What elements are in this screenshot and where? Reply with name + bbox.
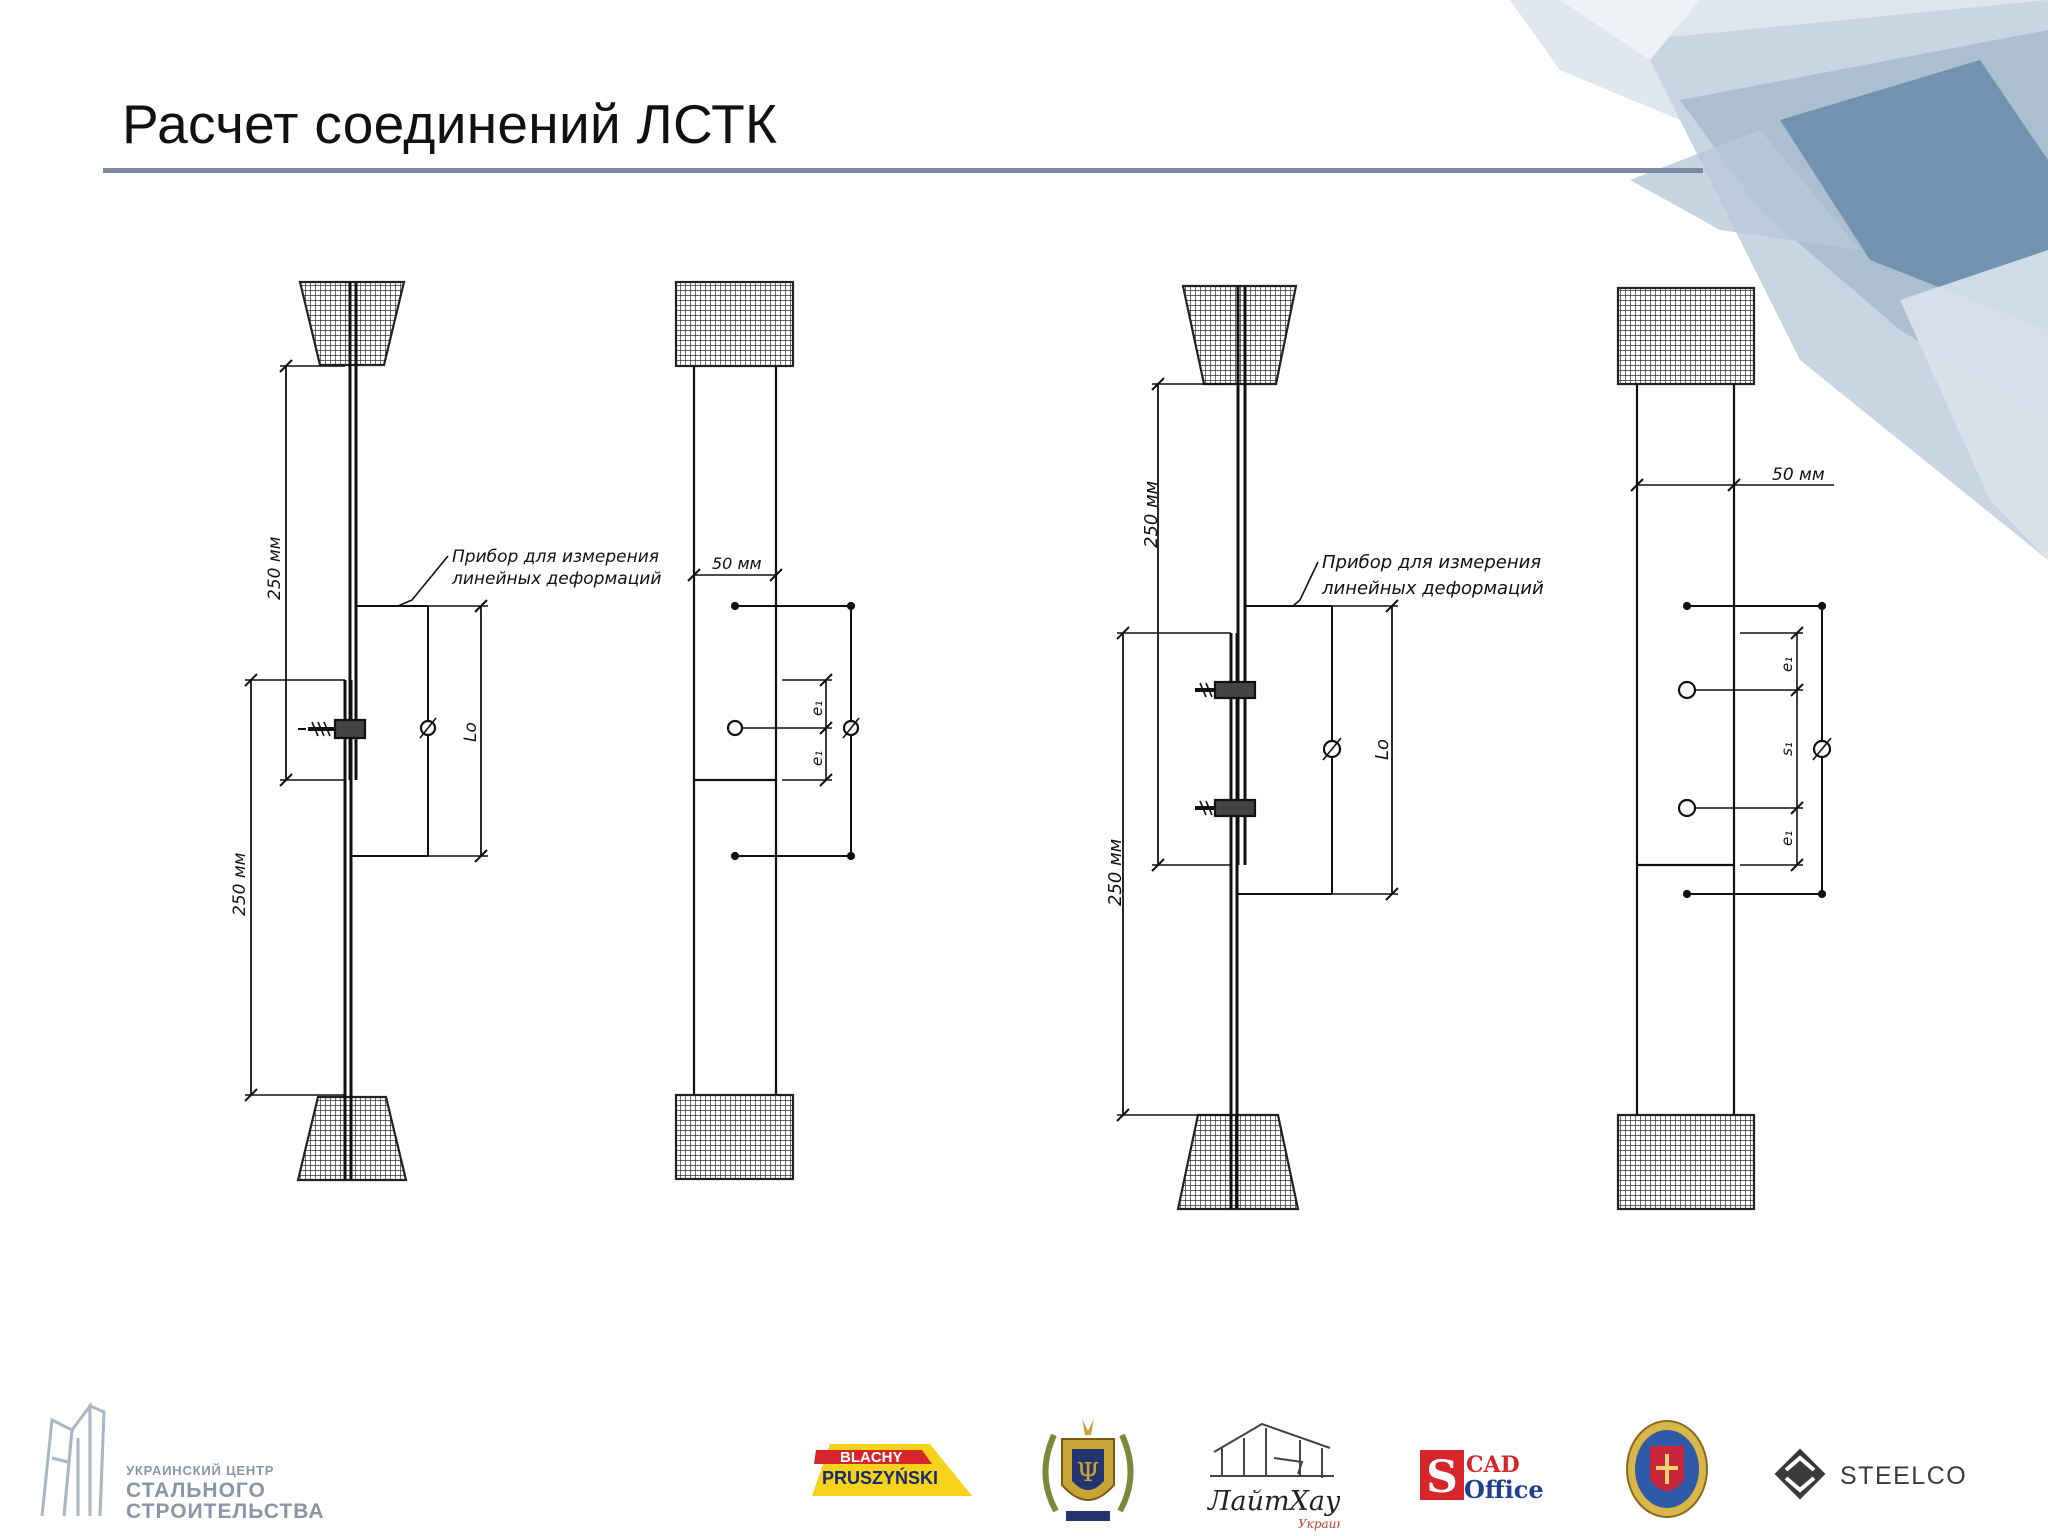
steelco-text: STEELCO [1840, 1462, 1967, 1490]
blachy-pruszynski-logo: BLACHY PRUSZYŃSKI [812, 1444, 972, 1496]
upper-grip [674, 280, 795, 368]
svg-text:S: S [1426, 1452, 1458, 1502]
university-crest-logo: Ψ [1042, 1419, 1134, 1521]
title-divider [103, 168, 1703, 173]
blachy-text: BLACHY [840, 1449, 903, 1466]
ucss-wordmark: УКРАИНСКИЙ ЦЕНТР СТАЛЬНОГО СТРОИТЕЛЬСТВА [126, 1464, 325, 1522]
ucss-building-icon [40, 1401, 106, 1517]
gauge-note-line2: линейных деформаций [1321, 578, 1544, 599]
gauge-note-line2: линейных деформаций [451, 569, 661, 589]
lower-grip [1616, 1113, 1756, 1211]
drawing-single-screw-side [243, 280, 489, 1182]
e1-top-label: e₁ [1778, 657, 1796, 672]
screw-icon [1195, 680, 1257, 700]
drawing-two-screw-side [1115, 284, 1400, 1211]
office-text: Office [1464, 1475, 1544, 1502]
pruszynski-text: PRUSZYŃSKI [822, 1467, 938, 1488]
gauge-note-line1: Прибор для измерения [452, 547, 659, 567]
ucss-line1: УКРАИНСКИЙ ЦЕНТР [126, 1463, 275, 1478]
lo-label: Lo [1372, 739, 1393, 760]
s1-label: s₁ [1778, 742, 1796, 756]
screw-hole [726, 719, 744, 737]
width-label: 50 мм [712, 554, 762, 573]
ucss-line2: СТАЛЬНОГО [126, 1479, 266, 1502]
ucss-logo: УКРАИНСКИЙ ЦЕНТР СТАЛЬНОГО СТРОИТЕЛЬСТВА [38, 1378, 324, 1528]
lower-grip [674, 1093, 795, 1181]
cad-text: CAD [1466, 1452, 1520, 1478]
upper-grip [298, 280, 406, 367]
gauge-note-line1: Прибор для измерения [1322, 552, 1541, 573]
light-house-text: ЛайтХаус [1206, 1486, 1340, 1517]
screw-icon [1195, 798, 1257, 818]
ucss-line3: СТРОИТЕЛЬСТВА [126, 1500, 325, 1523]
lo-label: Lo [461, 722, 481, 742]
e1-bottom-label: e₁ [808, 751, 826, 766]
light-house-sub: Украина [1298, 1517, 1340, 1531]
screw-icon [298, 718, 367, 740]
cad-office-logo: S CAD Office [1420, 1450, 1544, 1502]
e1-top-label: e₁ [808, 701, 826, 716]
dim-label-top: 250 мм [1141, 481, 1162, 548]
width-label: 50 мм [1772, 465, 1825, 485]
sponsor-logo-bar: УКРАИНСКИЙ ЦЕНТР СТАЛЬНОГО СТРОИТЕЛЬСТВА… [0, 1360, 2048, 1536]
e1-bottom-label: e₁ [1778, 831, 1796, 846]
light-house-logo: ЛайтХаус Украина [1206, 1422, 1340, 1531]
drawing-two-screw-front [1616, 286, 1834, 1211]
screw-hole [1677, 798, 1697, 818]
dim-label-top: 250 мм [265, 536, 285, 600]
round-seal-logo [1626, 1420, 1708, 1518]
dim-label-bottom: 250 мм [1105, 839, 1126, 906]
steelco-logo: STEELCO [1774, 1448, 1967, 1500]
screw-hole [1677, 680, 1697, 700]
drawing-single-screw-front [674, 280, 860, 1181]
page-title: Расчет соединений ЛСТК [122, 93, 778, 155]
upper-grip [1616, 286, 1756, 386]
svg-text:Ψ: Ψ [1077, 1458, 1100, 1488]
dim-label-bottom: 250 мм [230, 852, 250, 916]
